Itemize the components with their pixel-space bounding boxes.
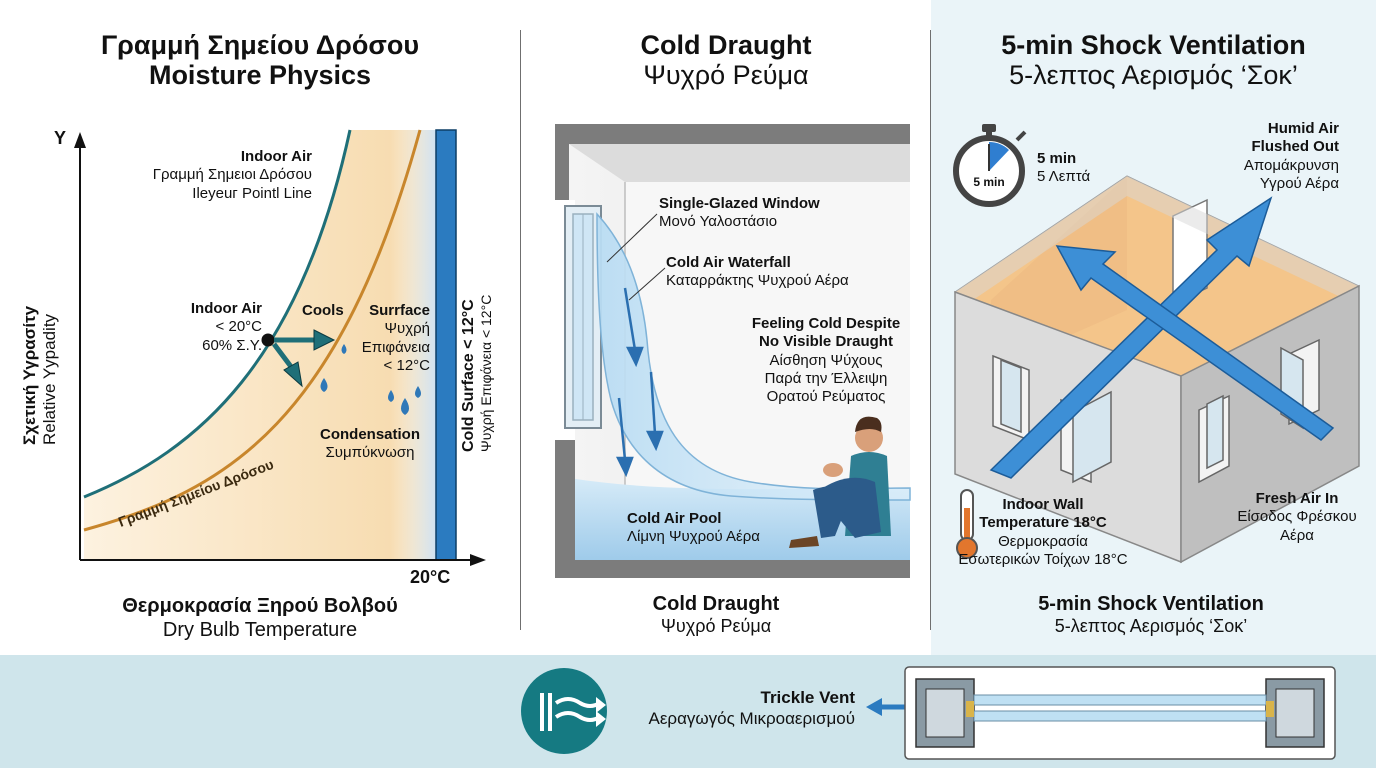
droplet-icons: [320, 344, 421, 415]
condensation-label: Condensation Συμπύκνωση: [320, 426, 420, 462]
surface-label: Surrface Ψυχρή Επιφάνεια < 12°C: [361, 302, 430, 374]
panel3-title: 5-min Shock Ventilation 5-λεπτος Αερισμό…: [1001, 30, 1306, 91]
indoor-air-point: [261, 333, 275, 347]
window-frame-section: [904, 666, 1336, 760]
indoor-air-point-label: Indoor Air < 20°C 60% Σ.Υ.: [190, 300, 262, 354]
seated-person-icon: [789, 416, 891, 548]
indoor-wall-temp-label: Indoor Wall Temperature 18°C Θερμοκρασία…: [958, 496, 1128, 568]
x-axis-label: Θερμοκρασία Ξηρού Βολβού Dry Bulb Temper…: [122, 595, 398, 641]
cools-label: Cools: [302, 302, 344, 319]
cold-surface-label: Cold Surface < 12°C Ψυχρή Επιφάνεια < 12…: [460, 294, 495, 452]
moisture-physics-panel: Γραμμή Σημείου Δρόσου Moisture Physics: [0, 0, 520, 655]
trickle-vent-icon: [521, 668, 607, 754]
stopwatch-icon: [953, 124, 1027, 207]
trickle-vent-strip: Trickle Vent Αεραγωγός Μικροαερισμού: [0, 655, 1376, 768]
window-label: Single-Glazed Window Μονό Υαλοστάσιο: [659, 195, 820, 231]
psychrometric-chart: [74, 129, 486, 566]
down-arrows: [615, 287, 664, 478]
indoor-air-curve-label: Indoor Air Γραμμή Σημειοι Δρόσου Ileyeuг…: [152, 148, 312, 202]
cold-air-pool-label: Cold Air Pool Λίμνη Ψυχρού Αέρα: [627, 510, 760, 546]
airflow-arrows: [989, 196, 1335, 479]
panel1-title: Γραμμή Σημείου Δρόσου Moisture Physics: [100, 30, 420, 91]
cold-air-waterfall: [596, 212, 911, 501]
humid-air-label: Humid Air Flushed Out Απομάκρυνση Υγρού …: [1243, 120, 1339, 192]
fresh-air-label: Fresh Air In Είσοδος Φρέσκου Αέρα: [1237, 490, 1357, 544]
panel2-caption: Cold Draught Ψυχρό Ρεύμα: [652, 593, 780, 636]
thermometer-icon: [956, 489, 978, 559]
stopwatch-face-label: 5 min: [973, 175, 1005, 189]
comfort-band: [84, 130, 436, 560]
cold-surface-bar: [435, 129, 457, 561]
open-window-icons: [992, 338, 1320, 484]
divider-right: [930, 30, 931, 630]
timer-label: 5 min 5 Λεπτά: [1037, 150, 1091, 186]
panel2-title: Cold Draught Ψυχρό Ρεύμα: [640, 30, 812, 91]
room-isometric-illustration: [953, 124, 1361, 564]
indoor-air-curve: [83, 129, 352, 499]
trickle-vent-illustration: [521, 666, 1336, 760]
panel3-caption: 5-min Shock Ventilation 5-λεπτος Αερισμό…: [1038, 593, 1264, 636]
trickle-vent-label: Trickle Vent Αεραγωγός Μικροαερισμού: [648, 688, 855, 728]
x-axis-arrow: [470, 554, 486, 566]
room-section-illustration: [555, 124, 911, 578]
dew-point-curve: [83, 129, 422, 532]
y-axis-letter: Y: [54, 128, 67, 148]
shock-ventilation-panel: 5-min Shock Ventilation 5-λεπτος Αερισμό…: [931, 0, 1376, 655]
y-axis-arrow: [74, 132, 86, 148]
x-axis-tick: 20°C: [410, 567, 451, 587]
cold-draught-panel: Cold Draught Ψυχρό Ρεύμα: [521, 0, 931, 655]
y-axis-label: Σχετική Υγρασίτy Relative Yypadity: [20, 305, 59, 445]
waterfall-label: Cold Air Waterfall Καταρράκτης Ψυχρού Αέ…: [666, 254, 849, 290]
feeling-cold-label: Feeling Cold Despite No Visible Draught …: [751, 315, 901, 406]
divider-left: [520, 30, 521, 630]
